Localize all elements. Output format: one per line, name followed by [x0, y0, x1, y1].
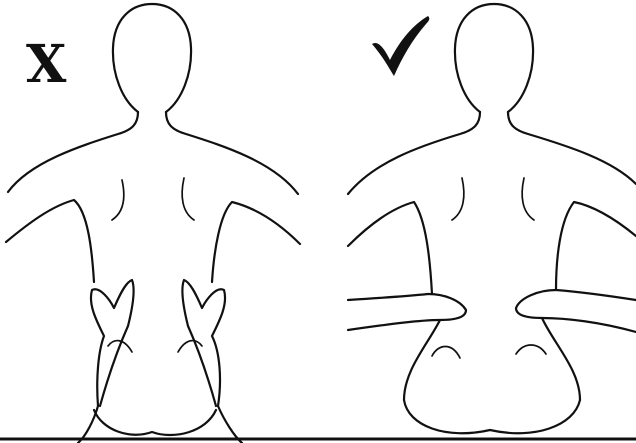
right-arm-right [556, 202, 636, 290]
x-mark: X [26, 34, 67, 95]
checkmark-icon [372, 16, 429, 76]
hips-left [94, 410, 216, 435]
left-dimple-right [432, 347, 460, 359]
right-hand-on-back [182, 280, 225, 406]
left-shoulder-left [8, 112, 138, 192]
left-hand-on-back [91, 280, 134, 406]
right-forearm-right-panel [556, 290, 636, 300]
right-shoulder-right [508, 112, 636, 184]
right-dimple-right [516, 345, 546, 354]
right-scapula-right [522, 178, 534, 220]
right-arm-left [212, 202, 300, 282]
panel-incorrect: X [6, 4, 300, 443]
right-scapula-left [182, 178, 194, 220]
hips-right [404, 400, 580, 433]
left-arm-left [6, 200, 94, 282]
left-hip-side [404, 320, 440, 400]
head-right [455, 4, 533, 112]
right-shoulder-left [166, 112, 298, 194]
left-scapula-right [452, 178, 464, 220]
left-forearm-right-panel [348, 294, 428, 300]
left-arm-right [348, 202, 432, 294]
left-shoulder-right [348, 112, 480, 194]
right-forearm [218, 406, 242, 443]
panel-correct [348, 4, 636, 433]
head-left [113, 4, 191, 112]
left-scapula-left [112, 180, 124, 220]
right-hip-side [542, 318, 580, 400]
